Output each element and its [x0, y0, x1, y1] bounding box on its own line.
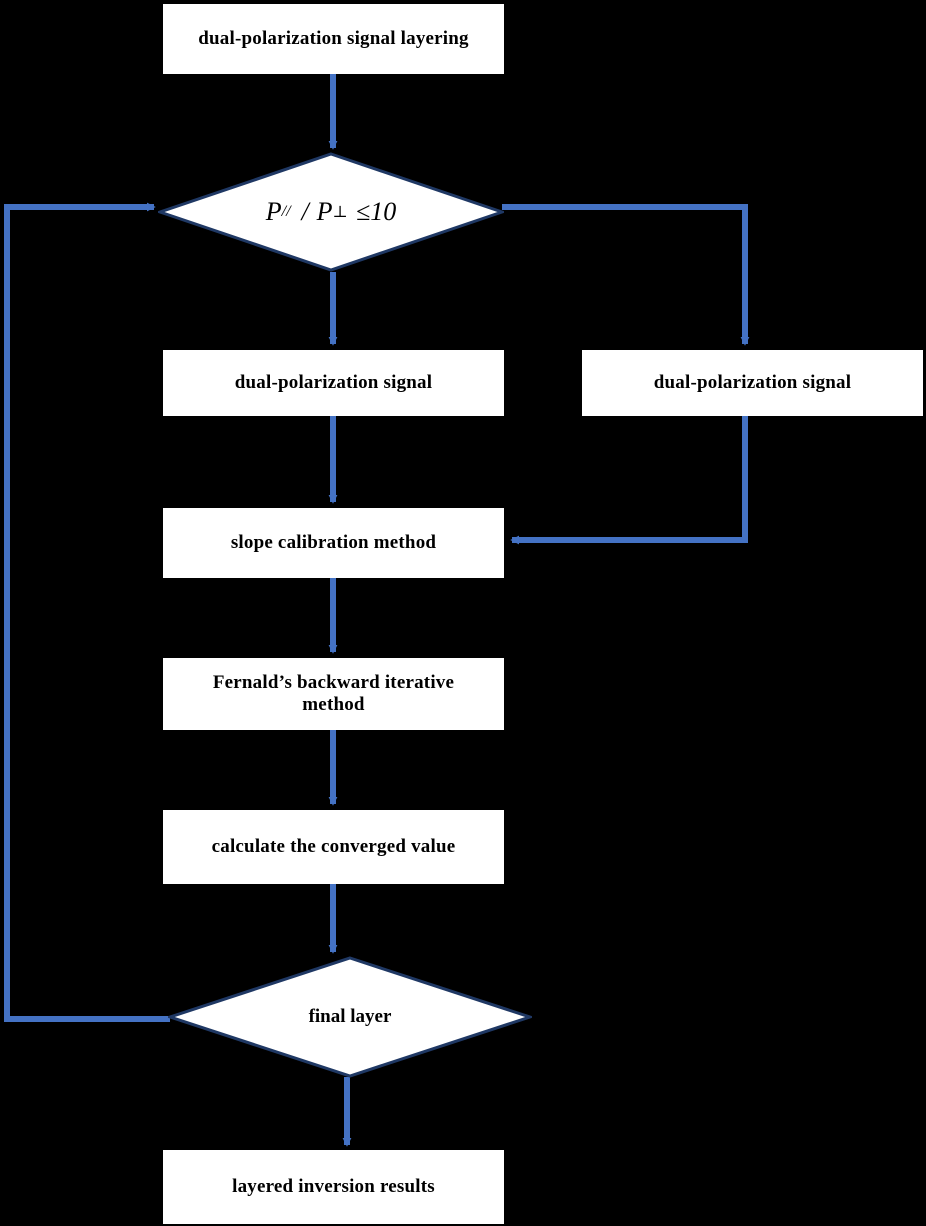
- node-converged-value[interactable]: calculate the converged value: [163, 810, 504, 884]
- node-slope-calibration[interactable]: slope calibration method: [163, 508, 504, 578]
- edge-condition-to-signal-right: [502, 204, 750, 346]
- diamond-shape-condition: [158, 152, 504, 272]
- node-converged-value-label: calculate the converged value: [211, 835, 456, 857]
- diamond-shape-final-layer: [168, 956, 532, 1078]
- node-final-layer[interactable]: final layer: [168, 956, 532, 1078]
- node-signal-left-label: dual-polarization signal: [234, 371, 433, 393]
- node-signal-right-label: dual-polarization signal: [653, 371, 852, 393]
- node-start[interactable]: dual-polarization signal layering: [163, 4, 504, 74]
- node-signal-left[interactable]: dual-polarization signal: [163, 350, 504, 416]
- node-fernald-method-label: Fernald’s backward iterative method: [212, 671, 455, 715]
- node-slope-calibration-label: slope calibration method: [230, 531, 437, 553]
- node-start-label: dual-polarization signal layering: [198, 27, 469, 49]
- node-results-label: layered inversion results: [232, 1175, 435, 1197]
- node-signal-right[interactable]: dual-polarization signal: [582, 350, 923, 416]
- node-results[interactable]: layered inversion results: [163, 1150, 504, 1224]
- node-fernald-method[interactable]: Fernald’s backward iterative method: [163, 658, 504, 730]
- edge-signal-right-to-slope: [510, 416, 748, 545]
- edge-final-layer-feedback-to-condition: [4, 202, 170, 1022]
- node-condition[interactable]: P// / P⊥ ≤10: [158, 152, 504, 272]
